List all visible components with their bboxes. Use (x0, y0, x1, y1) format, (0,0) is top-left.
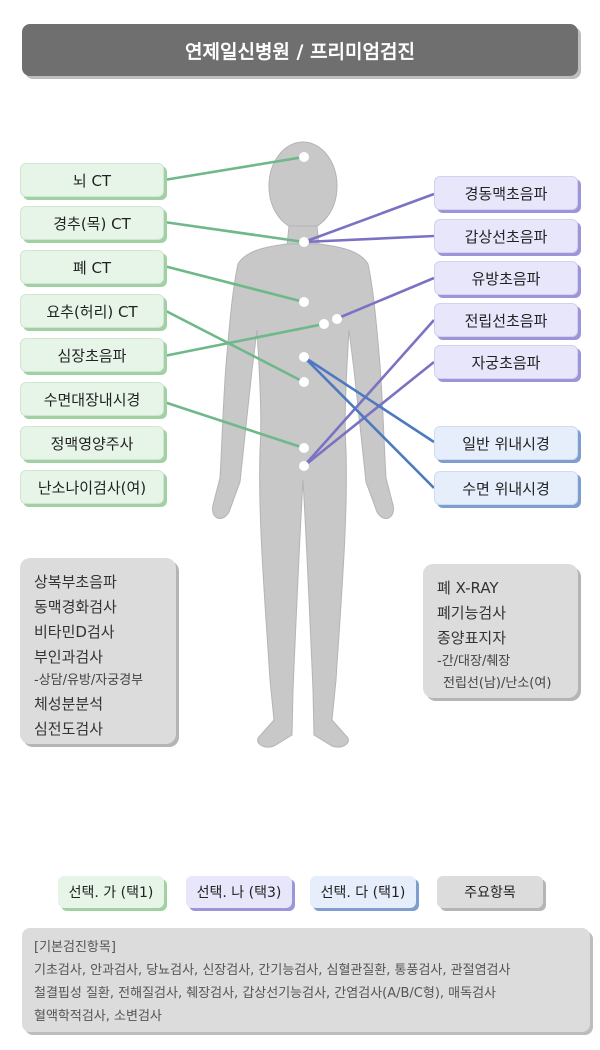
main-item: 폐 X-RAY (437, 579, 499, 597)
legend-main-items: 주요항목 (437, 876, 543, 908)
line-prostate-us (303, 319, 435, 467)
main-item: 부인과검사 (34, 648, 104, 666)
tag-breast-us: 유방초음파 (434, 261, 578, 295)
dot-neck (299, 237, 309, 247)
tag-general-endoscopy: 일반 위내시경 (434, 426, 578, 460)
line-lumbar-ct (163, 308, 305, 384)
tag-brain-ct: 뇌 CT (20, 163, 164, 197)
line-carotid-us (303, 192, 435, 244)
dot-head (299, 152, 309, 162)
main-item: 동맥경화검사 (34, 598, 117, 616)
dot-heart (319, 319, 329, 329)
main-item: 상복부초음파 (34, 573, 117, 591)
main-item-sub: 전립선(남)/난소(여) (443, 676, 552, 691)
connector-lines (163, 155, 435, 489)
main-item: 비타민D검사 (34, 623, 115, 641)
tag-iv-nutrition: 정맥영양주사 (20, 426, 164, 460)
main-items-left: 상복부초음파 동맥경화검사 비타민D검사 부인과검사 -상담/유방/자궁경부 체… (20, 558, 176, 744)
line-echocardiography (163, 322, 325, 358)
line-brain-ct (163, 155, 305, 182)
main-item: 폐기능검사 (437, 604, 507, 622)
tag-echocardiography: 심장초음파 (20, 338, 164, 372)
line-colonoscopy (163, 400, 305, 450)
basic-items-line: 기초검사, 안과검사, 당뇨검사, 신장검사, 간기능검사, 심혈관질환, 통풍… (34, 963, 511, 978)
tag-sleep-endoscopy: 수면 위내시경 (434, 471, 578, 505)
basic-items-box: [기본검진항목] 기초검사, 안과검사, 당뇨검사, 신장검사, 간기능검사, … (22, 928, 590, 1032)
basic-items-line: 철결핍성 질환, 전해질검사, 췌장검사, 갑상선기능검사, 간염검사(A/B/… (34, 986, 497, 1001)
tag-thyroid-us: 갑상선초음파 (434, 219, 578, 253)
legend-choice-b: 선택. 나 (택3) (186, 876, 292, 908)
main-item: 체성분분석 (34, 695, 104, 713)
tag-prostate-us: 전립선초음파 (434, 303, 578, 337)
tag-cervical-ct: 경추(목) CT (20, 206, 164, 240)
main-items-right: 폐 X-RAY 폐기능검사 종양표지자 -간/대장/췌장 전립선(남)/난소(여… (423, 564, 578, 698)
line-sleep-endoscopy (303, 356, 435, 489)
main-item-sub: -상담/유방/자궁경부 (34, 673, 144, 688)
basic-items-heading: [기본검진항목] (34, 940, 116, 955)
line-thyroid-us (303, 234, 435, 244)
dot-colon (299, 443, 309, 453)
line-uterus-us (303, 360, 435, 468)
line-cervical-ct (163, 220, 305, 244)
dot-lumbar (299, 377, 309, 387)
dot-pelvis (299, 461, 309, 471)
main-item-sub: -간/대장/췌장 (437, 654, 511, 669)
tag-sleep-colonoscopy: 수면대장내시경 (20, 382, 164, 416)
dot-lung (299, 297, 309, 307)
line-general-endoscopy (303, 355, 435, 444)
legend-choice-a: 선택. 가 (택1) (58, 876, 164, 908)
dot-stomach (299, 352, 309, 362)
tag-lumbar-ct: 요추(허리) CT (20, 294, 164, 328)
main-item: 종양표지자 (437, 629, 507, 647)
line-breast-us (335, 276, 435, 321)
line-lung-ct (163, 264, 305, 304)
legend-choice-c: 선택. 다 (택1) (310, 876, 416, 908)
page-title: 연제일신병원 / 프리미엄검진 (22, 24, 578, 76)
anchor-dots (299, 152, 342, 471)
tag-ovarian-age-test: 난소나이검사(여) (20, 470, 164, 504)
tag-uterus-us: 자궁초음파 (434, 345, 578, 379)
basic-items-line: 혈액학적검사, 소변검사 (34, 1009, 162, 1024)
tag-lung-ct: 폐 CT (20, 250, 164, 284)
tag-carotid-us: 경동맥초음파 (434, 176, 578, 210)
dot-breast (332, 314, 342, 324)
main-item: 심전도검사 (34, 720, 104, 738)
